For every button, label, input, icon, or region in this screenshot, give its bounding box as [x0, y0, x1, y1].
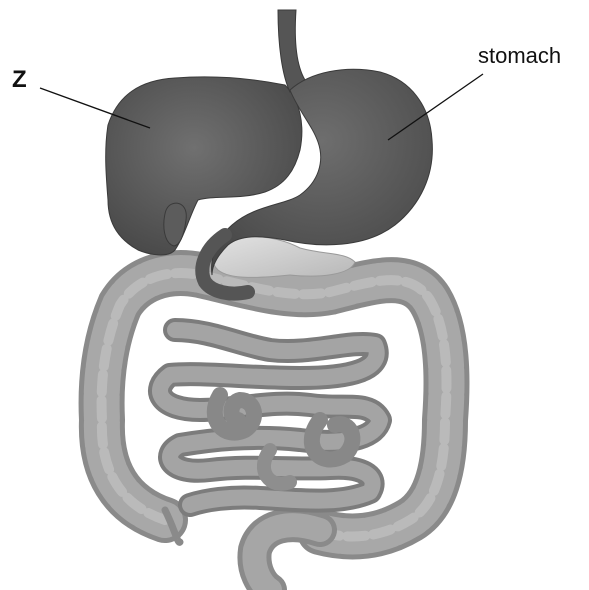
gallbladder	[164, 203, 186, 246]
small-intestine	[160, 330, 380, 505]
rectum	[254, 525, 320, 590]
label-stomach: stomach	[478, 43, 561, 68]
label-z: Z	[12, 66, 27, 93]
oesophagus	[278, 10, 305, 92]
